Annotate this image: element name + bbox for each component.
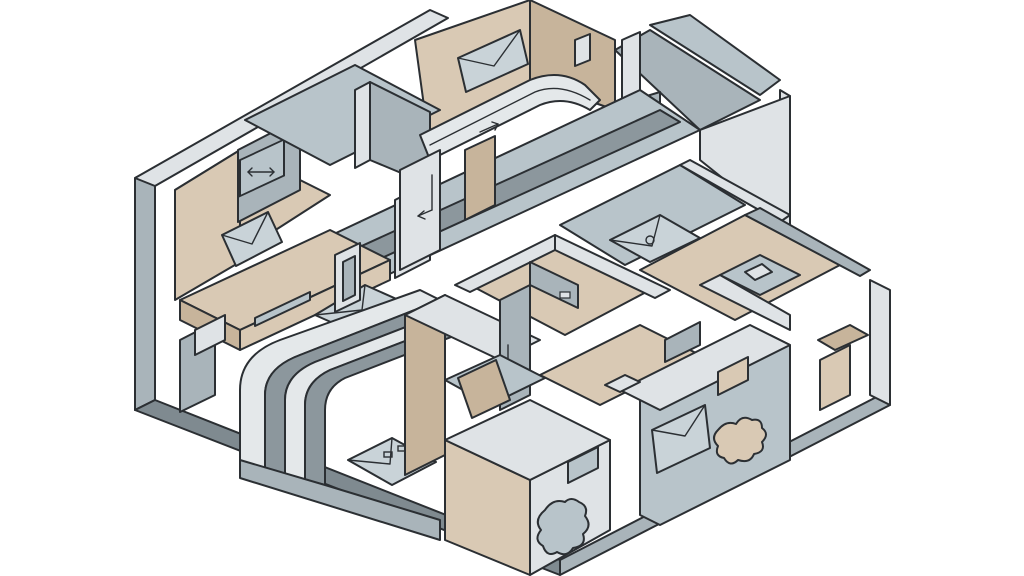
envelope-icon (221, 211, 283, 267)
damage-patch-icon (536, 498, 590, 556)
cubicle-partition (664, 321, 701, 363)
cubicle-walls (539, 274, 791, 526)
tall-column (399, 149, 441, 271)
room-center (454, 234, 671, 336)
outer-wall-left (134, 167, 156, 411)
room-front-center (404, 284, 611, 576)
back-center-floor (244, 64, 441, 166)
cubicle-front-top (619, 324, 791, 411)
cubicle-wall-right (699, 274, 791, 331)
front-center-door (457, 359, 511, 419)
conveyor-track-front (239, 289, 486, 541)
upper-right-floor (559, 164, 746, 266)
room-right (639, 207, 871, 411)
cubicle-box (604, 374, 641, 393)
front-pillar-top (444, 399, 611, 481)
back-right-back-wall (649, 14, 781, 96)
right-room-shelf-top (817, 324, 869, 351)
room-back-left (174, 117, 331, 301)
front-wall-sign (717, 356, 749, 396)
right-room-inner-wall (744, 207, 871, 277)
right-room-shelf (819, 344, 851, 411)
room-center-right-wall (554, 234, 671, 299)
front-pillar-sign (567, 446, 599, 484)
front-left-furniture (334, 242, 361, 313)
damage-patch-icon (713, 416, 767, 465)
corridor-center (299, 89, 701, 291)
double-arrow-icon (247, 167, 275, 177)
envelope-icon (347, 437, 437, 486)
envelope-icon (651, 404, 711, 474)
low-cabinet-inner (342, 255, 356, 302)
wall-sign (529, 261, 579, 309)
envelope-icon (457, 29, 529, 93)
right-room-desk-icon (744, 263, 773, 281)
room-back-center (244, 0, 616, 186)
counter-slot (254, 291, 311, 327)
partition-a (354, 81, 371, 169)
arrow-icon (479, 121, 499, 133)
outer-wall-right-lower (869, 279, 891, 406)
door-panel (464, 135, 496, 221)
upper-right-wall (679, 159, 791, 223)
double-arrow-sign (239, 138, 285, 198)
left-wall-segment-top (194, 314, 226, 356)
arrow-icon (417, 174, 433, 220)
